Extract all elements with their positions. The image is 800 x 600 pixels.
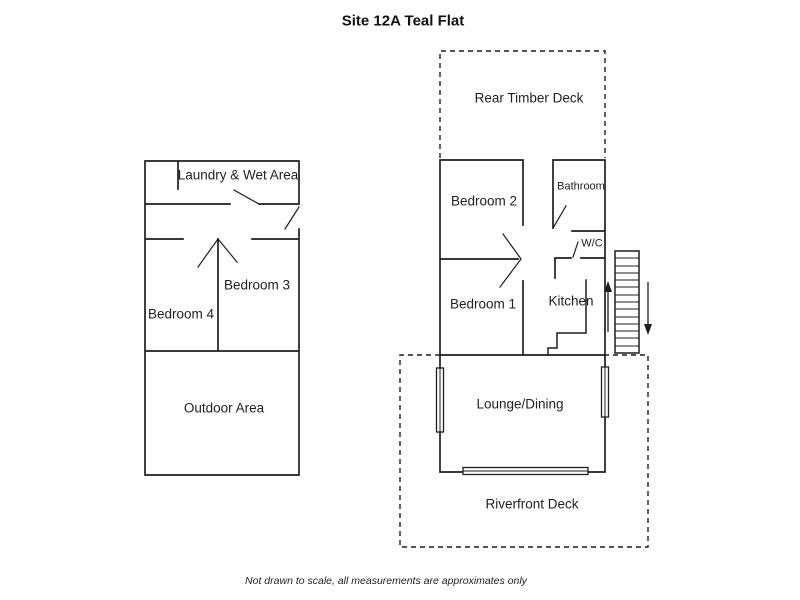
left-building xyxy=(144,160,300,476)
rear-timber-deck-boundary xyxy=(439,50,606,158)
staircase xyxy=(614,250,640,354)
kitchen-bench-outline xyxy=(547,279,587,356)
room-label-bedroom4: Bedroom 4 xyxy=(147,306,215,322)
footer-note: Not drawn to scale, all measurements are… xyxy=(245,574,527,587)
bedroom12-doors-chevron xyxy=(499,233,522,288)
room-label-laundry: Laundry & Wet Area xyxy=(177,167,299,183)
wc-door-swing-line xyxy=(572,241,579,258)
room-label-wc: W/C xyxy=(581,237,603,250)
riverfront-deck-boundary xyxy=(399,354,649,548)
left-building-walls xyxy=(144,160,300,476)
stairs-up-arrow-icon xyxy=(604,281,612,332)
bedroom34-doors-chevron xyxy=(197,238,238,268)
room-label-outdoor-area: Outdoor Area xyxy=(183,400,265,416)
down-arrow-head xyxy=(644,324,652,335)
page-title: Site 12A Teal Flat xyxy=(341,12,465,30)
stairs-down-arrow-icon xyxy=(644,282,652,335)
room-label-kitchen: Kitchen xyxy=(548,293,594,309)
room-label-rear-timber-deck: Rear Timber Deck xyxy=(474,90,584,106)
room-label-bedroom3: Bedroom 3 xyxy=(223,277,291,293)
room-label-bathroom: Bathroom xyxy=(557,180,605,193)
room-label-bedroom2: Bedroom 2 xyxy=(450,193,518,209)
room-label-riverfront-deck: Riverfront Deck xyxy=(485,496,579,512)
main-flat-building xyxy=(439,159,606,473)
up-arrow-head xyxy=(604,281,612,292)
bathroom-door-swing-line xyxy=(552,205,567,229)
staircase-treads xyxy=(615,257,639,347)
room-label-bedroom1: Bedroom 1 xyxy=(449,296,517,312)
main-flat-walls xyxy=(439,159,606,473)
laundry-door-swing-line xyxy=(233,189,260,205)
room-label-lounge-dining: Lounge/Dining xyxy=(476,396,564,412)
corridor-door-swing-line xyxy=(284,206,300,230)
lounge-windows xyxy=(435,366,610,476)
